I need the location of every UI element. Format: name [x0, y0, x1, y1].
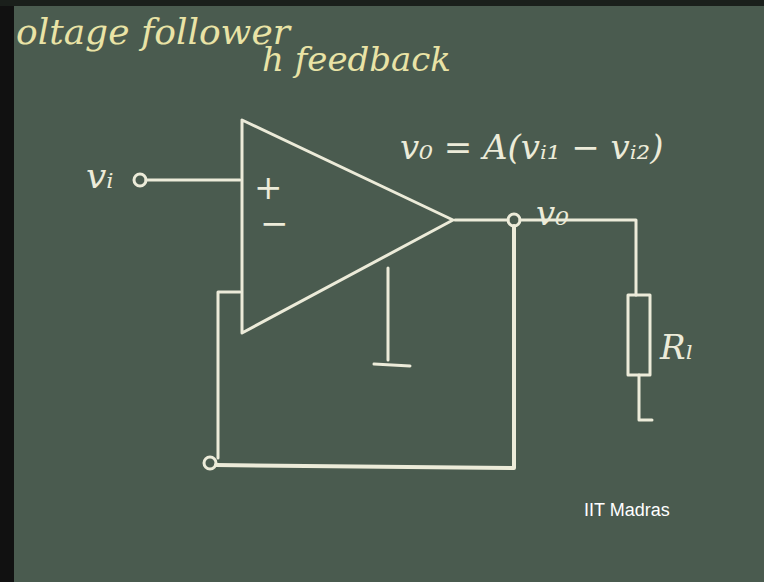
- title-text: oltage follower: [16, 14, 290, 50]
- ground-wire: [639, 375, 652, 420]
- ground-symbol: [374, 364, 410, 366]
- feedback-wire: [216, 226, 514, 468]
- output-signal-label: v₀: [536, 196, 569, 230]
- input-wire: [146, 179, 240, 182]
- output-wire: [455, 219, 508, 222]
- noninverting-sign: +: [254, 170, 283, 204]
- resistor-symbol: [628, 295, 650, 375]
- load-resistor-label: Rₗ: [660, 330, 694, 364]
- inverting-sign: −: [260, 206, 289, 240]
- watermark: IIT Madras: [584, 501, 670, 519]
- input-signal-label: vᵢ: [86, 158, 114, 194]
- title-continuation: h feedback: [262, 42, 451, 76]
- ground-wire: [387, 268, 390, 360]
- feedback-node: [204, 457, 216, 469]
- board-frame: [0, 0, 764, 6]
- input-terminal: [134, 174, 146, 186]
- board-frame: [0, 0, 14, 582]
- gain-equation: v₀ = A(vᵢ₁ − vᵢ₂): [400, 130, 663, 164]
- load-wire: [520, 220, 636, 295]
- feedback-wire: [218, 292, 240, 458]
